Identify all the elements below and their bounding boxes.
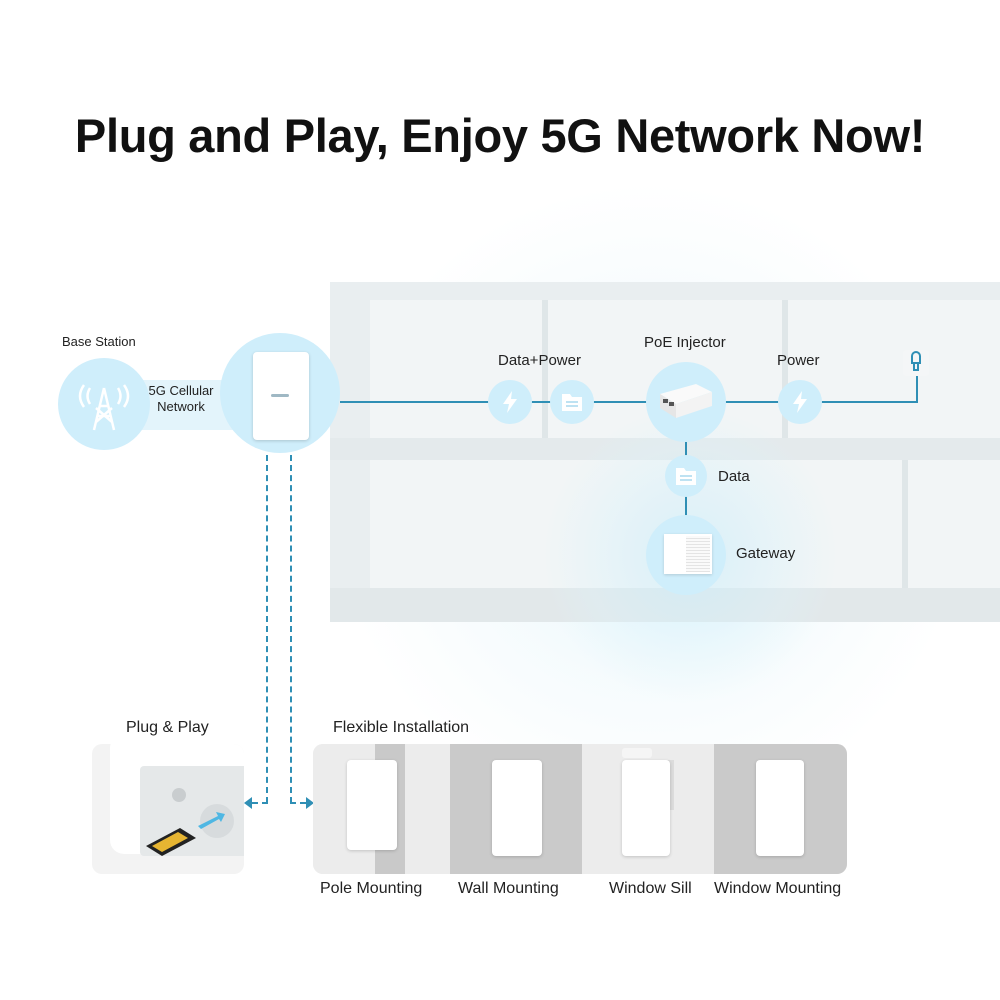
gateway-vent [686,536,710,572]
data-label: Data [718,468,750,485]
lightning-icon [488,380,532,424]
flexible-installation-label: Flexible Installation [333,719,470,736]
cellular-label-line2: Network [157,399,205,414]
data-power-label: Data+Power [498,352,581,369]
arrow-left-icon [244,797,252,809]
insert-arrow-icon [198,812,225,829]
data-transfer-folder-icon [550,380,594,424]
dashed-connector [252,802,268,804]
cell-tower-icon [78,384,130,431]
arrow-right-icon [306,797,314,809]
option-label-pole: Pole Mounting [320,880,423,897]
wall-divider [782,300,788,438]
dashed-connector [266,455,268,803]
sim-slot-icon [200,804,234,838]
option-label-wall: Wall Mounting [458,880,559,897]
option-label-window-mount: Window Mounting [714,880,842,897]
lightning-icon [778,380,822,424]
window-sill-device [622,760,670,856]
port-icon [172,788,186,802]
base-station-label: Base Station [62,334,136,349]
cable-line [340,401,918,403]
dashed-connector [290,802,306,804]
outdoor-cpe-device-icon [253,352,309,440]
plug-play-panel [92,744,244,874]
wall-mount-device [492,760,542,856]
option-label-window-sill: Window Sill [609,880,692,897]
brand-logo-icon [271,394,289,397]
wall-divider [902,460,908,588]
gateway-label: Gateway [736,545,796,562]
pole-mount-device [347,760,397,850]
gateway-router-icon [664,534,712,574]
wall-mount-tile [450,744,582,874]
cellular-link-label: 5G Cellular Network [146,383,216,415]
window-mount-device [756,760,804,856]
power-label: Power [777,352,820,369]
sim-card-icon [146,828,196,856]
poe-injector-label: PoE Injector [644,334,726,351]
window-sill-tile [582,744,714,874]
plug-play-label: Plug & Play [126,719,209,736]
window-mount-tile [714,744,847,874]
pole-mount-tile [313,744,450,874]
cellular-label-line1: 5G Cellular [148,383,214,398]
power-plug-icon [903,350,929,376]
dashed-connector [290,455,292,803]
base-station-circle [58,358,150,450]
cable-line [916,370,918,403]
wall-divider [542,300,548,438]
page-title: Plug and Play, Enjoy 5G Network Now! [74,109,926,162]
flexible-installation-panel [313,744,847,874]
poe-injector-icon [656,380,714,420]
data-transfer-folder-icon [665,455,707,497]
sill-bracket [622,748,652,758]
